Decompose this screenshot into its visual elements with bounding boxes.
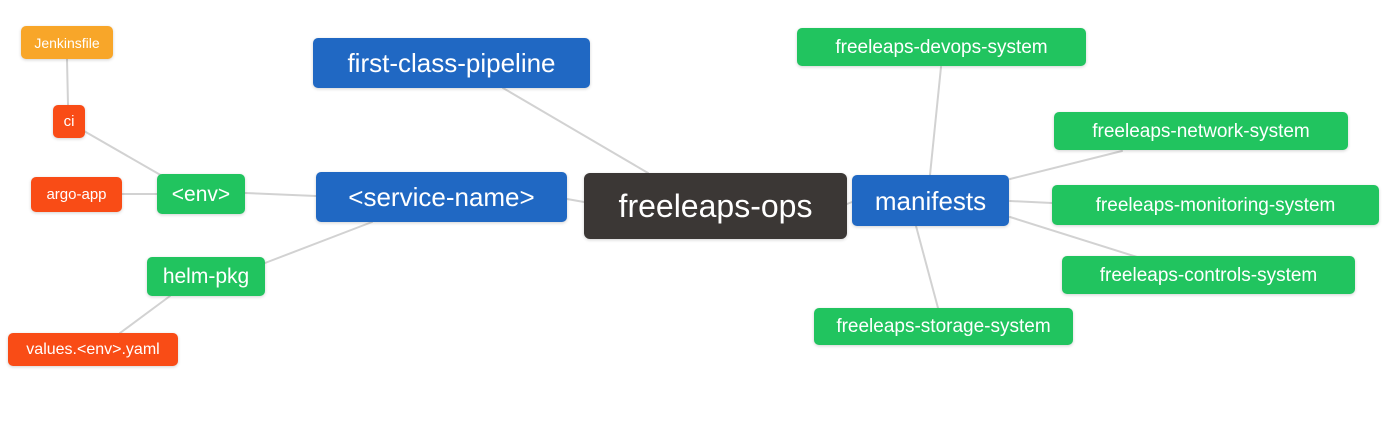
edge-servicename-root: [566, 198, 585, 203]
node-manifests[interactable]: manifests: [852, 175, 1009, 226]
node-freeleaps-monitoring-system[interactable]: freeleaps-monitoring-system: [1052, 185, 1379, 225]
node-jenkinsfile-label: Jenkinsfile: [34, 34, 100, 51]
node-service-name[interactable]: <service-name>: [316, 172, 567, 222]
node-jenkinsfile[interactable]: Jenkinsfile: [21, 26, 113, 59]
node-freeleaps-monitoring-system-label: freeleaps-monitoring-system: [1095, 194, 1336, 216]
node-values-env-yaml-label: values.<env>.yaml: [26, 340, 160, 358]
node-freeleaps-ops-root[interactable]: freeleaps-ops: [584, 173, 847, 239]
edge-pipeline-root: [502, 87, 649, 174]
edge-helmpkg-servicename: [264, 221, 373, 264]
node-env-label: <env>: [171, 182, 231, 206]
node-freeleaps-network-system[interactable]: freeleaps-network-system: [1054, 112, 1348, 150]
node-freeleaps-network-system-label: freeleaps-network-system: [1092, 120, 1310, 142]
edge-env-servicename: [244, 192, 317, 197]
edge-root-manifests: [846, 201, 853, 205]
node-env[interactable]: <env>: [157, 174, 245, 214]
node-ci-label: ci: [63, 113, 75, 130]
edge-manifests-devops: [929, 66, 942, 176]
node-first-class-pipeline-label: first-class-pipeline: [347, 48, 556, 78]
node-freeleaps-devops-system-label: freeleaps-devops-system: [835, 36, 1048, 58]
node-ci[interactable]: ci: [53, 105, 85, 138]
node-freeleaps-storage-system-label: freeleaps-storage-system: [836, 316, 1051, 337]
edge-manifests-network: [1009, 150, 1123, 180]
node-freeleaps-storage-system[interactable]: freeleaps-storage-system: [814, 308, 1073, 345]
node-manifests-label: manifests: [874, 185, 987, 216]
node-helm-pkg-label: helm-pkg: [162, 265, 250, 288]
node-freeleaps-devops-system[interactable]: freeleaps-devops-system: [797, 28, 1086, 66]
edge-values-helmpkg: [119, 295, 171, 334]
node-argo-app-label: argo-app: [46, 186, 107, 203]
node-values-env-yaml[interactable]: values.<env>.yaml: [8, 333, 178, 366]
edge-ci-env: [83, 130, 165, 178]
node-argo-app[interactable]: argo-app: [31, 177, 122, 212]
edge-manifests-controls: [1009, 216, 1138, 258]
node-freeleaps-ops-label: freeleaps-ops: [618, 188, 813, 224]
edge-manifests-storage: [915, 225, 939, 309]
node-freeleaps-controls-system[interactable]: freeleaps-controls-system: [1062, 256, 1355, 294]
node-service-name-label: <service-name>: [348, 182, 535, 212]
edge-manifests-monitoring: [1009, 200, 1053, 204]
node-helm-pkg[interactable]: helm-pkg: [147, 257, 265, 296]
node-freeleaps-controls-system-label: freeleaps-controls-system: [1099, 264, 1318, 286]
edge-jenkinsfile-ci: [66, 58, 69, 106]
node-first-class-pipeline[interactable]: first-class-pipeline: [313, 38, 590, 88]
